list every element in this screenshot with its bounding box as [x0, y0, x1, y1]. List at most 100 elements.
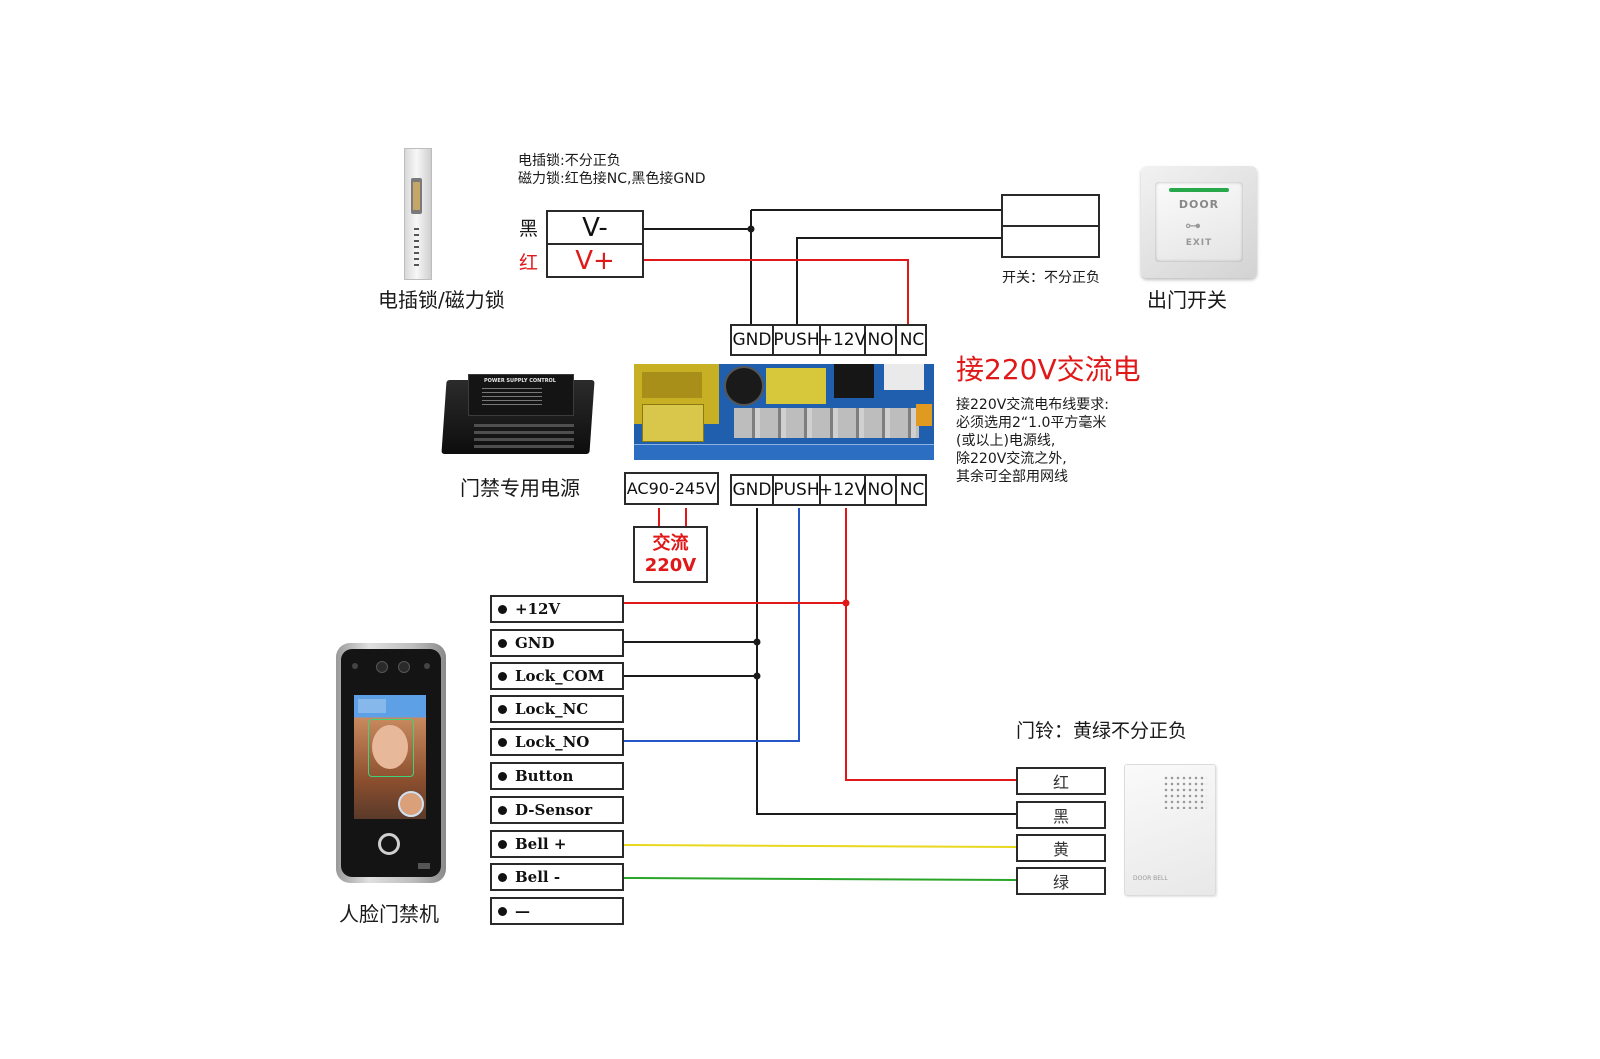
lock-terminal-vplus: V+ [546, 243, 644, 278]
face-reader-caption: 人脸门禁机 [339, 902, 439, 926]
switch-note: 开关：不分正负 [1002, 270, 1100, 286]
bell-pin-black: 黑 [1016, 801, 1106, 829]
wire-lock-black [644, 228, 752, 326]
power-supply-image: POWER SUPPLY CONTROL [441, 372, 595, 464]
reader-pin-lock-com: Lock_COM [490, 662, 624, 690]
ac-note-line: (或以上)电源线, [956, 433, 1056, 449]
terminal-top-nc: NC [899, 330, 925, 350]
reader-pin-gnd: GND [490, 629, 624, 657]
bell-pin-label: 红 [1052, 773, 1069, 792]
lock-note-line1: 电插锁:不分正负 [518, 153, 621, 169]
reader-pin-label: Bell - [515, 868, 561, 886]
ac-note-line: 接220V交流电布线要求: [956, 397, 1110, 413]
reader-pin-label: GND [515, 634, 555, 652]
circuit-board-image [634, 364, 934, 460]
wire-junction [753, 638, 761, 646]
lock-vplus-text: V+ [575, 245, 615, 276]
exit-switch-terminal-bottom [1001, 225, 1100, 258]
pin-dot [498, 771, 507, 781]
wire-bell-yellow [623, 844, 1017, 848]
ac-input-terminal: AC90-245V [624, 472, 719, 505]
lock-black-label: 黑 [519, 218, 539, 240]
terminal-bottom-no: NO [866, 476, 897, 504]
terminal-strip-bottom: GND PUSH +12V NO NC [730, 474, 927, 506]
terminal-bottom-nc: NC [899, 480, 925, 500]
reader-pin-unused: — [490, 897, 624, 925]
reader-pin-lock-no: Lock_NO [490, 728, 624, 756]
reader-pin-12v: +12V [490, 595, 624, 623]
reader-pin-label: Lock_NO [515, 733, 590, 751]
ac-note-line: 必须选用2“1.0平方毫米 [956, 415, 1107, 431]
face-reader-image [336, 643, 446, 883]
bell-pin-label: 绿 [1052, 873, 1069, 892]
pin-dot [498, 604, 507, 614]
bell-pin-label: 黑 [1052, 807, 1069, 826]
pin-dot [498, 737, 507, 747]
ac-220v-box: 交流 220V [633, 526, 708, 583]
exit-switch-terminal-top [1001, 194, 1100, 227]
key-icon: ⊶ [1185, 216, 1201, 235]
reader-pin-bell-plus: Bell + [490, 830, 624, 858]
pin-dot [498, 704, 507, 714]
exit-button-caption: 出门开关 [1147, 288, 1227, 312]
lock-caption: 电插锁/磁力锁 [378, 288, 505, 312]
reader-pin-label: +12V [515, 600, 561, 618]
lock-red-label: 红 [519, 252, 539, 274]
wire-bell-green [623, 877, 1017, 881]
reader-pin-label: Lock_COM [515, 667, 605, 685]
ac-input-text: AC90-245V [626, 479, 717, 498]
ac-note-line: 其余可全部用网线 [956, 469, 1068, 485]
bell-pin-green: 绿 [1016, 867, 1106, 895]
wire-gnd-bell [756, 508, 1016, 815]
wire-lock-red [644, 259, 909, 326]
terminal-top-gnd: GND [732, 326, 774, 354]
reader-pin-label: Button [515, 767, 574, 785]
exit-button-image: DOOR ⊶ EXIT [1141, 166, 1257, 278]
bell-pin-label: 黄 [1052, 840, 1069, 859]
wire-junction [753, 672, 761, 680]
power-supply-caption: 门禁专用电源 [460, 476, 580, 500]
terminal-top-12v: +12V [819, 326, 866, 354]
lock-terminal-vminus: V- [546, 210, 644, 245]
ac-line1: 交流 [652, 532, 689, 554]
bell-pin-red: 红 [1016, 767, 1106, 795]
exit-button-exit-text: EXIT [1185, 238, 1213, 248]
reader-pin-d-sensor: D-Sensor [490, 796, 624, 824]
ac-note-line: 除220V交流之外, [956, 451, 1067, 467]
wire-push [796, 237, 1003, 326]
wire-junction [842, 599, 850, 607]
reader-pin-label: — [515, 902, 530, 920]
pin-dot [498, 671, 507, 681]
pin-dot [498, 872, 507, 882]
door-bell-brand: DOOR BELL [1133, 875, 1168, 882]
terminal-top-push: PUSH [773, 326, 821, 354]
wire-12v-red [845, 508, 1016, 781]
lock-note-line2: 磁力锁:红色接NC,黑色接GND [518, 171, 706, 187]
reader-pin-label: D-Sensor [515, 801, 593, 819]
reader-pin-label: Lock_NC [515, 700, 589, 718]
reader-pin-button: Button [490, 762, 624, 790]
terminal-bottom-gnd: GND [732, 476, 774, 504]
wire-push-blue [624, 508, 800, 742]
reader-pin-bell-minus: Bell - [490, 863, 624, 891]
pin-dot [498, 839, 507, 849]
electric-lock-image [404, 148, 432, 280]
fingerprint-icon [378, 833, 400, 855]
terminal-strip-top: GND PUSH +12V NO NC [730, 324, 927, 356]
pin-dot [498, 638, 507, 648]
pin-dot [498, 906, 507, 916]
bell-pin-yellow: 黄 [1016, 834, 1106, 862]
reader-pin-label: Bell + [515, 835, 567, 853]
ac-line2: 220V [644, 554, 697, 576]
bell-note: 门铃：黄绿不分正负 [1016, 720, 1188, 742]
speaker-grill [1163, 775, 1207, 809]
terminal-top-no: NO [866, 326, 897, 354]
pin-dot [498, 805, 507, 815]
terminal-bottom-12v: +12V [819, 476, 866, 504]
reader-pin-lock-nc: Lock_NC [490, 695, 624, 723]
face-reader-screen [354, 695, 426, 819]
ac-note-heading: 接220V交流电 [956, 353, 1141, 386]
lock-vminus-text: V- [582, 212, 608, 243]
